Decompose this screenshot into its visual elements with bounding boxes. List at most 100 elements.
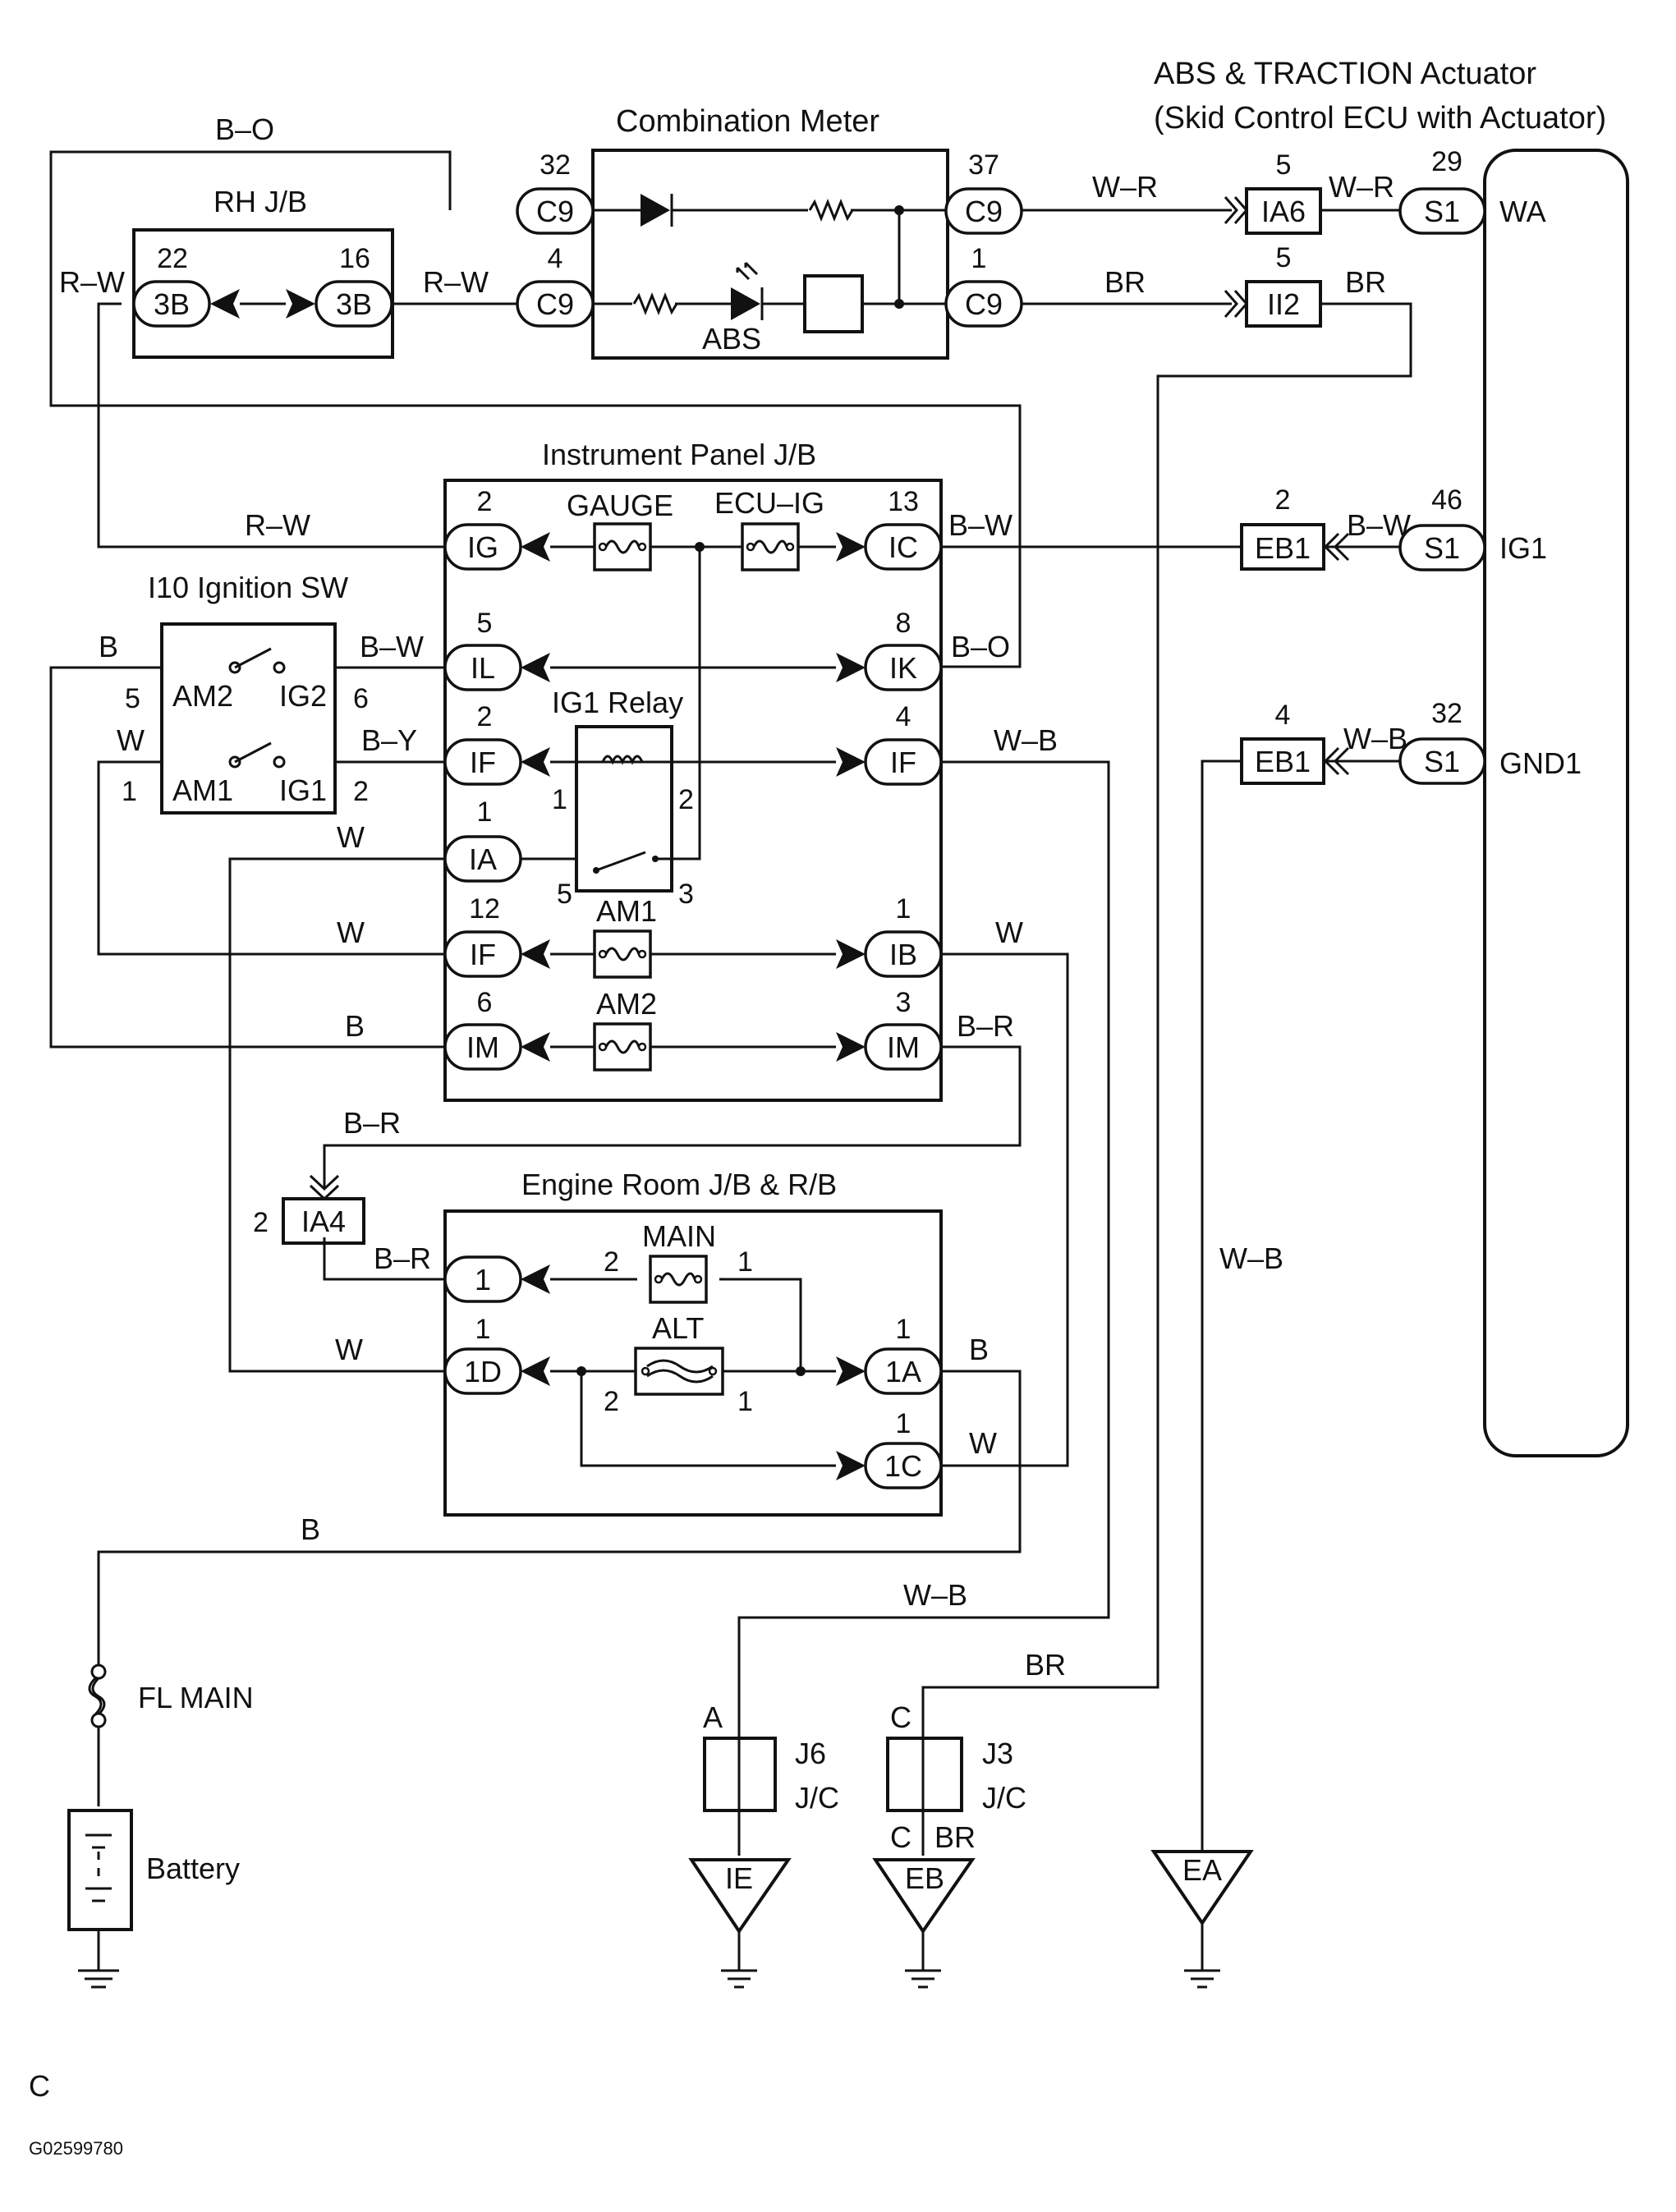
wire-b-sw: B xyxy=(99,630,118,663)
ip-pin-ic: IC xyxy=(889,530,918,564)
instrument-panel-jb: Instrument Panel J/B IG2 IL5 IF2 IA1 IF1… xyxy=(443,438,943,1102)
j3-pin-top: C xyxy=(890,1700,911,1734)
wire-br-j3: BR xyxy=(1025,1648,1066,1682)
ip-pin-il: IL xyxy=(471,651,495,685)
ip-pin-ik-num: 8 xyxy=(896,608,911,639)
ign-pin-6: 6 xyxy=(353,683,369,714)
ii2-label: II2 xyxy=(1267,287,1300,321)
wire-w-ib: W xyxy=(995,916,1023,949)
ign-pin-2: 2 xyxy=(353,776,369,807)
ip-pin-im-left-num: 6 xyxy=(477,987,493,1018)
wire-w-r-1: W–R xyxy=(1092,170,1158,204)
main-pin-l: 2 xyxy=(604,1246,619,1278)
wire-r-w-ig: R–W xyxy=(245,508,310,542)
ip-pin-ic-num: 13 xyxy=(888,486,919,517)
meter-pin-tl: C9 xyxy=(536,195,574,228)
fuse-main-label: MAIN xyxy=(642,1219,716,1253)
ia6-num: 5 xyxy=(1276,149,1292,181)
s1-wa: S1 xyxy=(1424,195,1460,228)
ip-pin-il-num: 5 xyxy=(477,608,493,639)
er-pin-1a: 1A xyxy=(885,1355,921,1388)
wire-b-o-ik: B–O xyxy=(951,630,1010,663)
ign-ig1: IG1 xyxy=(279,773,327,807)
eb1-b-num: 4 xyxy=(1275,700,1291,731)
alt-pin-l: 2 xyxy=(604,1386,619,1417)
j3-line2: J/C xyxy=(982,1781,1026,1815)
actuator-title-2: (Skid Control ECU with Actuator) xyxy=(1154,101,1606,135)
wire-br-j3b: BR xyxy=(934,1820,976,1854)
wire-br-2: BR xyxy=(1345,265,1386,299)
rh-jb-title: RH J/B xyxy=(214,185,307,218)
wire-w-r-2: W–R xyxy=(1329,170,1394,204)
fl-main-label: FL MAIN xyxy=(138,1681,254,1714)
ip-pin-im-right: IM xyxy=(887,1030,920,1064)
ign-am1: AM1 xyxy=(172,773,233,807)
wire-b-1a: B xyxy=(969,1333,989,1366)
meter-pin-ml: C9 xyxy=(536,287,574,321)
j6-line2: J/C xyxy=(795,1781,839,1815)
wire-w-b-ea: W–B xyxy=(1219,1241,1283,1275)
rh-pin-r: 3B xyxy=(336,287,372,321)
j3-pin-bot: C xyxy=(890,1820,911,1854)
ip-pin-ia: IA xyxy=(469,842,497,876)
alt-pin-r: 1 xyxy=(737,1386,753,1417)
power-source: FL MAIN Battery xyxy=(67,1664,254,1989)
rh-pin-r-num: 16 xyxy=(339,243,370,274)
er-pin-1d: 1D xyxy=(464,1355,502,1388)
combination-meter: Combination Meter ABS C9 32 C9 4 C9 37 C… xyxy=(516,104,1023,360)
ip-pin-if-am1: IF xyxy=(470,938,496,971)
er-pin-1: 1 xyxy=(475,1263,491,1296)
grounds: IE EB EA xyxy=(688,1850,1254,1989)
s1-wa-num: 29 xyxy=(1431,146,1462,177)
wire-w-b-if: W–B xyxy=(994,723,1058,757)
ip-pin-ib: IB xyxy=(889,938,917,971)
junction-j6: A J6 J/C xyxy=(703,1700,839,1856)
ignition-switch: I10 Ignition SW AM2 IG2 AM1 IG1 5 6 1 2 xyxy=(122,571,369,815)
wire-b-w-eb1: B–W xyxy=(1347,508,1411,542)
abs-actuator: ABS & TRACTION Actuator (Skid Control EC… xyxy=(1154,57,1629,1457)
ia4-connector: IA4 2 xyxy=(253,1174,365,1245)
wire-b-r-ia4: B–R xyxy=(343,1106,401,1140)
wire-r-w-mid: R–W xyxy=(423,265,489,299)
er-pin-1c: 1C xyxy=(884,1449,922,1483)
wire-labels: B–O R–W R–W W–R W–R BR BR R–W B–W B–W B–… xyxy=(59,112,1411,1854)
footer-code: G02599780 xyxy=(29,2138,123,2159)
wire-b-o-top: B–O xyxy=(215,112,274,146)
wire-w-1d: W xyxy=(335,1333,363,1366)
ign-pin-5: 5 xyxy=(125,683,140,714)
ip-jb-title: Instrument Panel J/B xyxy=(542,438,816,471)
s1-connectors: S1 29 S1 46 S1 32 xyxy=(1398,146,1486,785)
s1-gnd1-num: 32 xyxy=(1431,698,1462,729)
meter-pin-tl-num: 32 xyxy=(540,149,571,181)
footer-letter: C xyxy=(29,2069,50,2103)
battery-label: Battery xyxy=(146,1852,240,1885)
inline-connectors: IA6 5 II2 5 EB1 2 EB1 4 xyxy=(1224,149,1350,785)
ground-ea: EA xyxy=(1182,1853,1222,1887)
s1-ig1-num: 46 xyxy=(1431,484,1462,516)
ip-pin-if-right: IF xyxy=(890,746,916,779)
ia4-num: 2 xyxy=(253,1207,269,1238)
s1-ig1: S1 xyxy=(1424,531,1460,565)
ip-pin-ig: IG xyxy=(467,530,498,564)
fuse-ecu-ig-label: ECU–IG xyxy=(714,486,824,520)
j3-line1: J3 xyxy=(982,1737,1013,1770)
wires xyxy=(49,150,1412,1971)
ig1-relay: IG1 Relay 1 2 5 3 xyxy=(552,686,694,910)
ignition-title: I10 Ignition SW xyxy=(148,571,348,604)
wire-b-im: B xyxy=(345,1009,365,1043)
engine-room-jb: Engine Room J/B & R/B 1 1D 1 1A 1 1C 1 M… xyxy=(443,1168,943,1517)
wire-b-y: B–Y xyxy=(361,723,417,757)
er-pin-1c-num: 1 xyxy=(896,1408,911,1439)
main-pin-r: 1 xyxy=(737,1246,753,1278)
eb1-a-label: EB1 xyxy=(1255,531,1311,565)
wire-w-ia: W xyxy=(337,820,365,854)
ip-pin-if-left: IF xyxy=(470,746,496,779)
wire-w-b-j6: W–B xyxy=(903,1578,967,1612)
relay-pin-1: 1 xyxy=(552,784,567,815)
ip-pin-ik: IK xyxy=(889,651,917,685)
fuse-am2-label: AM2 xyxy=(596,987,657,1021)
er-pin-1a-num: 1 xyxy=(896,1314,911,1345)
ign-pin-1: 1 xyxy=(122,776,137,807)
